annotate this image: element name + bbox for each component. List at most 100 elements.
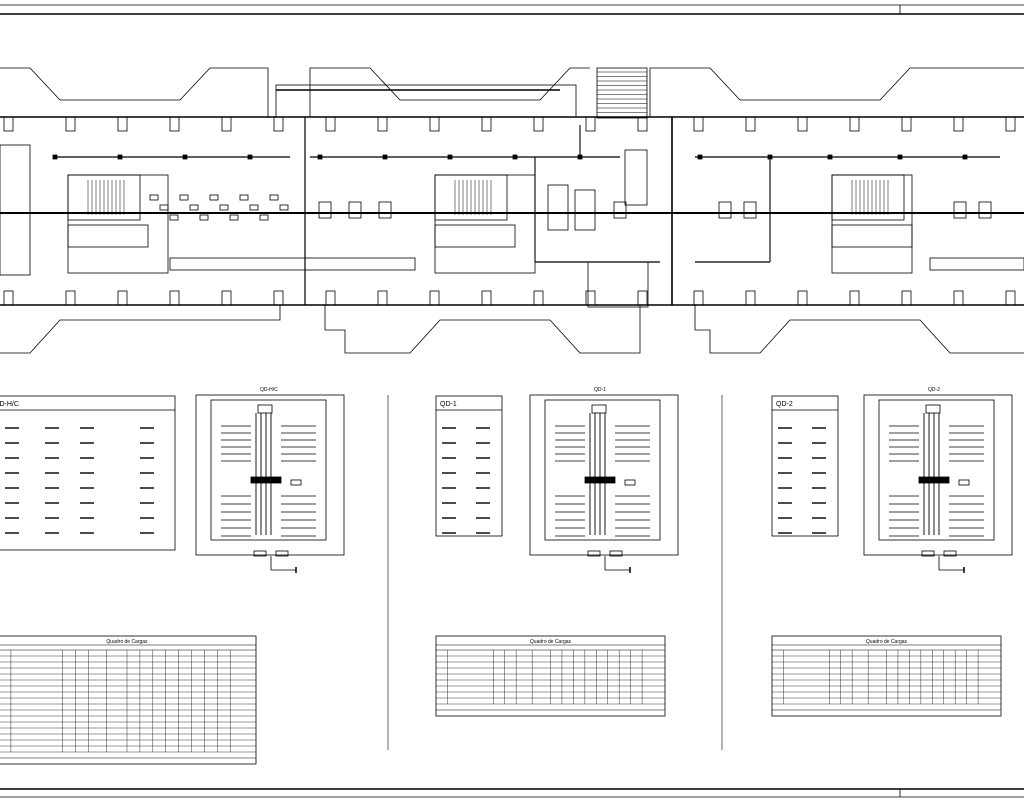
diagram-title: QD-1	[594, 387, 606, 393]
pillar	[901, 290, 912, 306]
pillar	[221, 290, 232, 306]
equipment-box	[613, 201, 627, 219]
roof-outline-top	[0, 67, 269, 117]
device	[169, 214, 179, 221]
pillar	[325, 116, 336, 132]
pillar	[849, 116, 860, 132]
diagram-title: QD-2	[928, 387, 940, 393]
roof-outline-bottom	[0, 305, 281, 354]
luminaire	[827, 154, 833, 160]
device	[209, 194, 219, 201]
luminaire	[382, 154, 388, 160]
device	[259, 214, 269, 221]
pillar	[585, 116, 596, 132]
luminaire	[117, 154, 123, 160]
equipment-box	[348, 201, 362, 219]
device	[279, 204, 289, 211]
device	[249, 204, 259, 211]
pillar	[901, 116, 912, 132]
equipment-box	[318, 201, 332, 219]
counter	[929, 257, 1024, 271]
room	[831, 174, 913, 274]
pillar	[273, 290, 284, 306]
equipment-box	[953, 201, 967, 219]
corridor	[275, 84, 577, 118]
room	[587, 261, 649, 308]
diagram-frame	[529, 394, 679, 556]
diagram-title: QD-H/C	[260, 387, 278, 393]
room	[831, 224, 913, 248]
roof-outline-top	[309, 67, 590, 117]
load-table-title: Quadro de Cargas	[530, 639, 572, 645]
legend-title: QD-H/C	[0, 401, 19, 408]
pillar	[169, 116, 180, 132]
ground-box	[943, 550, 957, 557]
luminaire	[317, 154, 323, 160]
pillar	[693, 290, 704, 306]
luminaire	[52, 154, 58, 160]
room	[434, 174, 536, 274]
device	[219, 204, 229, 211]
pillar	[797, 116, 808, 132]
pillar	[797, 290, 808, 306]
meter-box	[958, 479, 970, 486]
luminaire	[577, 154, 583, 160]
equipment-box	[378, 201, 392, 219]
pillar	[117, 116, 128, 132]
pillar	[273, 116, 284, 132]
main-breaker	[250, 476, 282, 484]
device	[149, 194, 159, 201]
device	[159, 204, 169, 211]
ground-box	[587, 550, 601, 557]
load-table	[0, 635, 257, 765]
ground-line	[938, 556, 964, 571]
counter	[169, 257, 416, 271]
luminaire	[962, 154, 968, 160]
diagram-frame	[195, 394, 345, 556]
roof-outline-bottom	[324, 305, 641, 354]
roof-outline-top	[649, 67, 1024, 117]
sheet-border	[0, 4, 1024, 798]
main-breaker	[584, 476, 616, 484]
load-table	[435, 635, 666, 717]
pillar	[745, 290, 756, 306]
pillar	[377, 290, 388, 306]
pillar	[429, 290, 440, 306]
luminaire	[697, 154, 703, 160]
diagram-inner	[210, 399, 327, 541]
pillar	[953, 116, 964, 132]
pillar	[65, 116, 76, 132]
pillar	[637, 290, 648, 306]
equipment-box	[743, 201, 757, 219]
legend-box	[435, 395, 503, 537]
load-table	[771, 635, 1002, 717]
pillar	[169, 290, 180, 306]
pillar	[377, 116, 388, 132]
panel-box	[574, 189, 596, 231]
diagram-inner	[878, 399, 995, 541]
legend-title: QD-2	[776, 401, 793, 408]
pillar	[3, 116, 14, 132]
load-table-title: Quadro de Cargas	[106, 639, 148, 645]
luminaire	[767, 154, 773, 160]
luminaire	[447, 154, 453, 160]
ground-box	[921, 550, 935, 557]
room	[0, 144, 31, 276]
luminaire	[512, 154, 518, 160]
legend-title: QD-1	[440, 401, 457, 408]
pillar	[221, 116, 232, 132]
roof-outline-bottom	[694, 305, 1024, 354]
device	[189, 204, 199, 211]
luminaire	[182, 154, 188, 160]
equipment-box	[978, 201, 992, 219]
pillar	[585, 290, 596, 306]
luminaire	[247, 154, 253, 160]
pillar	[65, 290, 76, 306]
panel-1: QD-H/C QD-H/C Quadro de Cargas	[0, 387, 345, 765]
legend-box	[771, 395, 839, 537]
device	[179, 194, 189, 201]
pillar	[3, 290, 14, 306]
device	[199, 214, 209, 221]
